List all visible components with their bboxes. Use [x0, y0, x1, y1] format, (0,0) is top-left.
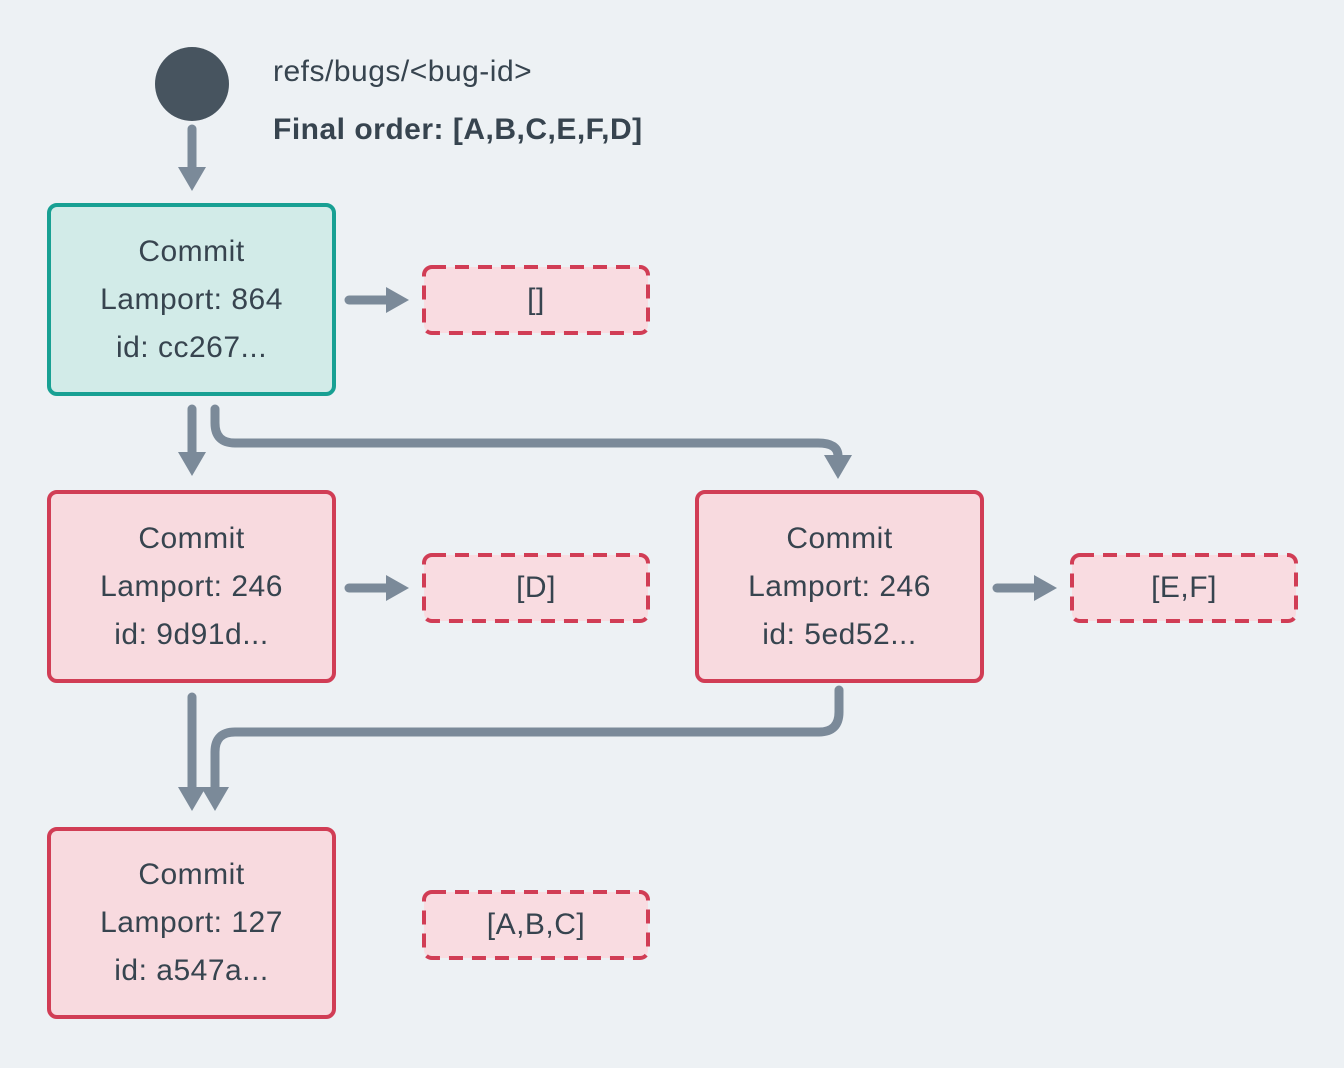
commit-node-right: Commit Lamport: 246 id: 5ed52... [695, 490, 984, 683]
commit-lamport: Lamport: 246 [100, 569, 283, 603]
ops-box-root-outline [422, 265, 650, 335]
final-order-label: Final order: [A,B,C,E,F,D] [273, 113, 643, 146]
commit-title: Commit [138, 521, 245, 555]
ref-head-node [155, 47, 229, 121]
commit-id: id: 5ed52... [762, 617, 917, 651]
commit-title: Commit [138, 234, 245, 268]
arrowhead-root-to-ops [386, 287, 409, 313]
ops-list-right: [E,F] [1151, 571, 1217, 604]
arrowhead-ref-to-root [178, 167, 206, 191]
commit-lamport: Lamport: 127 [100, 906, 283, 939]
commit-lamport: Lamport: 864 [100, 282, 283, 316]
arrowhead-left-to-ops [386, 575, 409, 601]
commit-lamport: Lamport: 246 [748, 569, 931, 603]
arrowhead-left-to-bottom-commit [178, 787, 206, 811]
commit-title: Commit [786, 521, 893, 555]
commit-node-left: Commit Lamport: 246 id: 9d91d... [47, 490, 336, 683]
arrow-root-to-right-commit [210, 404, 843, 461]
ops-list-root: [] [527, 283, 545, 316]
arrow-right-to-bottom-commit [210, 685, 844, 793]
ops-box-right-outline [1070, 553, 1298, 623]
commit-id: id: cc267... [115, 330, 268, 364]
ops-box-left-outline [422, 553, 650, 623]
arrowhead-root-to-right-commit [824, 455, 852, 479]
commit-node-bottom: Commit Lamport: 127 id: a547a... [47, 827, 336, 1019]
commit-title: Commit [138, 858, 245, 891]
ops-list-left: [D] [516, 571, 556, 604]
ops-box-bottom-outline [422, 890, 650, 960]
commit-node-root: Commit Lamport: 864 id: cc267... [47, 203, 336, 396]
ref-name-label: refs/bugs/<bug-id> [273, 55, 533, 88]
arrowhead-right-to-bottom-commit [201, 787, 229, 811]
commit-id: id: 9d91d... [114, 617, 269, 651]
arrowhead-root-to-left-commit [178, 452, 206, 476]
commit-id: id: a547a... [114, 954, 269, 987]
ops-list-bottom: [A,B,C] [486, 908, 586, 941]
arrowhead-right-to-ops [1034, 575, 1057, 601]
